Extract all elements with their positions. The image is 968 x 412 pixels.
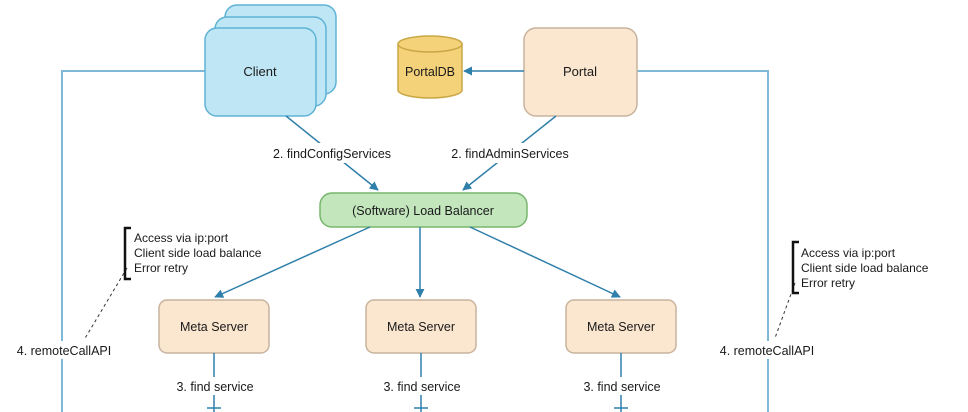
note-right-bracket (791, 240, 799, 295)
note-left: Access via ip:port Client side load bala… (83, 226, 262, 341)
meta-server-right-label: Meta Server (587, 320, 655, 334)
find-admin-label-bg (440, 143, 580, 163)
find-config-services-label: 2. findConfigServices (273, 147, 391, 161)
note-left-line-1: Access via ip:port (134, 231, 229, 245)
remote-call-right-label: 4. remoteCallAPI (720, 344, 814, 358)
find-service-right-label: 3. find service (583, 380, 660, 394)
portal-label: Portal (563, 64, 597, 79)
note-right-line-2: Client side load balance (801, 261, 929, 275)
note-left-line-2: Client side load balance (134, 246, 262, 260)
find-service-center-bg (371, 377, 473, 395)
remote-call-right-bg (713, 341, 821, 359)
meta-server-right-node: Meta Server (565, 299, 677, 354)
meta-server-center-label: Meta Server (387, 320, 455, 334)
find-service-left-label: 3. find service (176, 380, 253, 394)
portal-db-label: PortalDB (405, 65, 455, 79)
portal-db-top (397, 35, 463, 53)
lb-to-meta-right-arrow (469, 226, 621, 298)
portal-db-body (397, 44, 463, 99)
note-left-line-3: Error retry (134, 261, 188, 275)
client-outer-line (61, 70, 205, 412)
lb-to-meta-left-arrow (214, 226, 371, 298)
note-right-line-1: Access via ip:port (801, 246, 896, 260)
client-node: Client (204, 4, 337, 117)
find-config-label-bg (264, 143, 400, 163)
meta-server-left-node: Meta Server (158, 299, 270, 354)
load-balancer-box (319, 192, 528, 228)
find-service-center-label: 3. find service (383, 380, 460, 394)
portal-box (523, 27, 638, 117)
load-balancer-label: (Software) Load Balancer (352, 204, 494, 218)
find-service-right-bg (571, 377, 673, 395)
remote-call-left-bg (10, 341, 118, 359)
note-left-leader (83, 267, 128, 341)
meta-server-left-label: Meta Server (180, 320, 248, 334)
portal-outer-line (637, 70, 769, 412)
find-service-left-bg (164, 377, 266, 395)
note-right-leader (774, 282, 796, 339)
note-left-bracket (123, 226, 131, 281)
meta-server-center-node: Meta Server (365, 299, 477, 354)
client-label: Client (243, 64, 277, 79)
note-right: Access via ip:port Client side load bala… (774, 240, 929, 339)
portal-db-node: PortalDB (397, 35, 463, 99)
load-balancer-node: (Software) Load Balancer (319, 192, 528, 228)
find-admin-services-label: 2. findAdminServices (451, 147, 568, 161)
client-box (204, 27, 317, 117)
portal-node: Portal (523, 27, 638, 117)
connector-lines (61, 70, 769, 412)
remote-call-left-label: 4. remoteCallAPI (17, 344, 111, 358)
note-right-line-3: Error retry (801, 276, 855, 290)
